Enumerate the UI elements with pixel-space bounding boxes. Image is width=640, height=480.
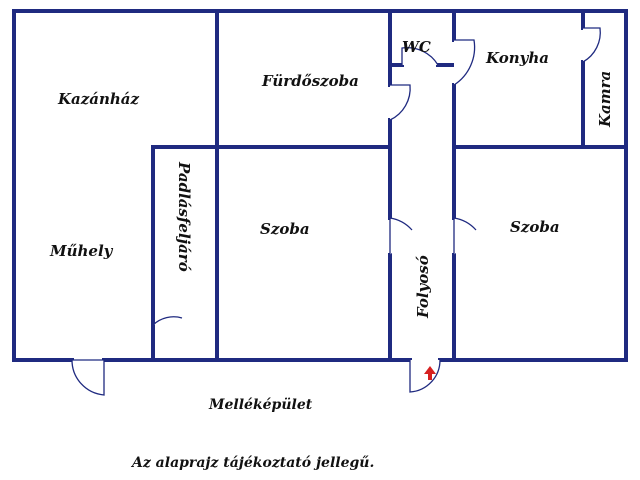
outbuilding-label: Melléképület (208, 397, 313, 413)
room-label-furdoszoba: Fürdőszoba (261, 72, 359, 90)
room-label-folyoso: Folyosó (414, 255, 432, 319)
room-label-konyha: Konyha (485, 49, 549, 67)
disclaimer-text: Az alaprajz tájékoztató jellegű. (130, 455, 374, 471)
room-label-padlasfeljaro: Padlásfeljáró (175, 161, 193, 272)
door-outbuilding (71, 359, 105, 396)
door-kitchen (453, 39, 476, 86)
door-pantry (582, 27, 601, 63)
doors (71, 27, 601, 396)
door-entrance (409, 359, 441, 393)
door-wc (401, 46, 439, 66)
entrance-arrow-icon (424, 366, 436, 380)
door-room-right (453, 217, 477, 255)
door-bathroom (389, 84, 411, 121)
walls (12, 9, 628, 362)
room-label-kazanhaz: Kazánház (57, 90, 140, 108)
door-room-left-leaf (389, 217, 413, 255)
door-attic (152, 316, 183, 326)
room-label-szoba-left: Szoba (260, 220, 310, 238)
room-label-wc: WC (402, 38, 431, 56)
room-label-szoba-right: Szoba (510, 218, 560, 236)
room-label-muhely: Műhely (49, 242, 114, 260)
room-label-kamra: Kamra (596, 71, 614, 128)
